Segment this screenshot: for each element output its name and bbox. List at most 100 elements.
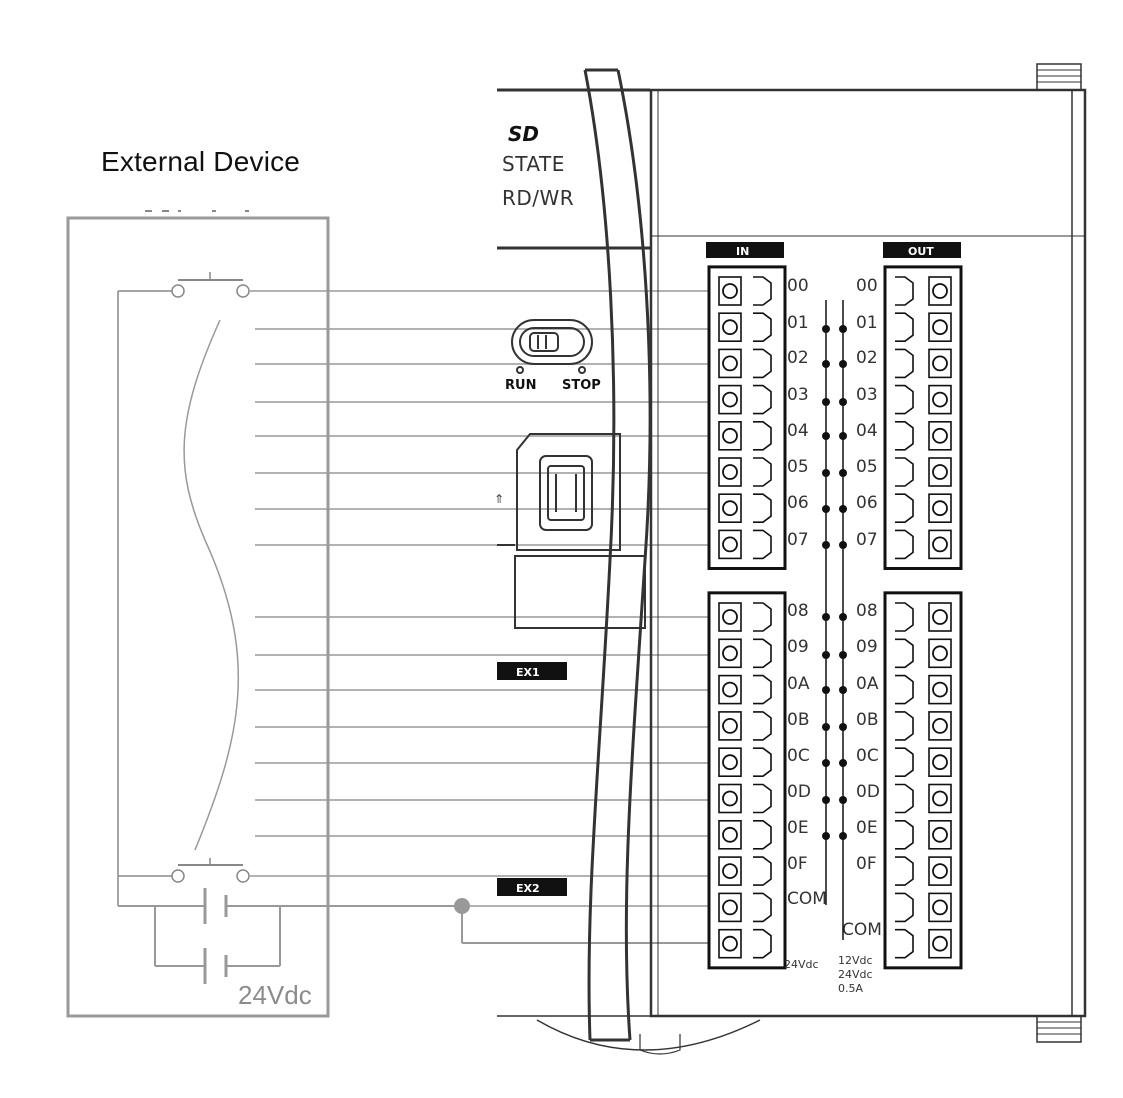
terminal-screw[interactable] [932,283,948,299]
terminal-screw-housing [718,420,742,451]
terminal-screw[interactable] [722,355,738,372]
terminal-screw[interactable] [932,391,948,408]
terminal-screw[interactable] [932,754,948,771]
terminal-clamp [753,674,772,705]
terminal-screw[interactable] [722,718,738,734]
terminal-screw[interactable] [722,790,738,807]
terminal-clamp [753,457,772,487]
run-label: RUN [505,378,537,393]
terminal-screw[interactable] [722,536,738,553]
terminal-screw[interactable] [722,500,738,517]
terminal-screw[interactable] [932,319,948,336]
terminal-screw-housing [718,493,742,524]
terminal-screw[interactable] [932,718,948,734]
input-terminal-label: 09 [787,637,809,657]
output-terminal-label: 08 [856,601,878,621]
terminal-screw-housing [718,276,742,306]
terminal-screw-housing [928,493,952,524]
input-rating: 24Vdc [784,958,819,971]
terminal-screw[interactable] [722,391,738,408]
terminal-screw[interactable] [932,863,948,879]
terminal-screw[interactable] [932,935,948,952]
battery-24vdc [118,888,735,984]
terminal-clamp [753,602,772,632]
terminal-screw-housing [718,711,742,741]
terminal-screw-housing [928,928,952,959]
terminal-screw[interactable] [932,609,948,625]
terminal-clamp [895,820,914,850]
terminal-screw[interactable] [722,319,738,336]
terminal-clamp [895,674,914,705]
terminal-clamp [753,276,772,306]
terminal-clamp [753,312,772,342]
terminal-screw-housing [718,856,742,886]
terminal-screw[interactable] [722,609,738,625]
terminal-clamp [895,384,914,415]
terminal-screw[interactable] [932,355,948,372]
terminal-screw-housing [928,276,952,306]
terminal-clamp [753,529,772,560]
out-block-tag: OUT [883,242,961,258]
output-rating-2: 24Vdc [838,968,873,981]
output-terminal-label: 0D [856,782,880,802]
terminal-screw-housing [718,783,742,814]
terminal-clamp [753,638,772,669]
terminal-screw[interactable] [932,826,948,843]
terminal-screw-housing [928,602,952,632]
terminal-screw[interactable] [932,500,948,517]
output-terminal-label: 0F [856,854,877,874]
stop-label: STOP [562,378,601,393]
terminal-screw[interactable] [722,754,738,771]
out-block-upper [883,265,963,570]
terminal-screw[interactable] [722,826,738,843]
terminal-screw[interactable] [932,681,948,698]
input-terminal-label: 0A [787,674,810,694]
terminal-screw[interactable] [722,645,738,662]
terminal-screw[interactable] [932,899,948,916]
usb-port[interactable]: ⇑ [494,433,621,551]
terminal-screw-housing [928,856,952,886]
terminal-screw[interactable] [722,464,738,480]
out-block-lower [883,591,963,970]
input-terminal-label: 07 [787,530,809,550]
terminal-clamp [895,928,914,959]
terminal-screw[interactable] [932,645,948,662]
output-terminal-label: 0B [856,710,878,730]
terminal-screw-housing [718,457,742,487]
terminal-screw[interactable] [722,935,738,952]
terminal-screw-housing [928,892,952,923]
terminal-screw-housing [928,638,952,669]
terminal-screw[interactable] [722,681,738,698]
led-rdwr-label: RD/WR [502,186,575,210]
plc-module [497,63,1087,1055]
terminal-screw[interactable] [722,427,738,444]
terminal-clamp [753,747,772,777]
terminal-clamp [895,421,914,451]
output-terminal-label: COM [842,920,882,940]
terminal-screw[interactable] [932,536,948,553]
input-terminal-label: 02 [787,348,809,368]
in-block-upper [707,265,787,570]
terminal-clamp [753,348,772,379]
terminal-screw[interactable] [932,464,948,480]
terminal-screw[interactable] [932,427,948,444]
output-rating-1: 12Vdc [838,954,873,967]
supply-voltage-label: 24Vdc [238,980,312,1010]
side-tag-1: EX1 [497,662,567,680]
input-terminal-label: 0B [787,710,809,730]
output-terminal-label: 06 [856,493,878,513]
input-terminal-label: 0F [787,854,808,874]
run-stop-switch[interactable] [511,319,593,374]
terminal-clamp [753,892,772,923]
input-wires [250,290,735,907]
terminal-clamp [753,856,772,886]
terminal-screw[interactable] [722,899,738,916]
terminal-screw-housing [928,420,952,451]
terminal-screw-housing [928,674,952,705]
terminal-screw[interactable] [932,790,948,807]
mechanical-link [183,319,240,851]
terminal-screw[interactable] [722,283,738,299]
terminal-screw[interactable] [722,863,738,879]
